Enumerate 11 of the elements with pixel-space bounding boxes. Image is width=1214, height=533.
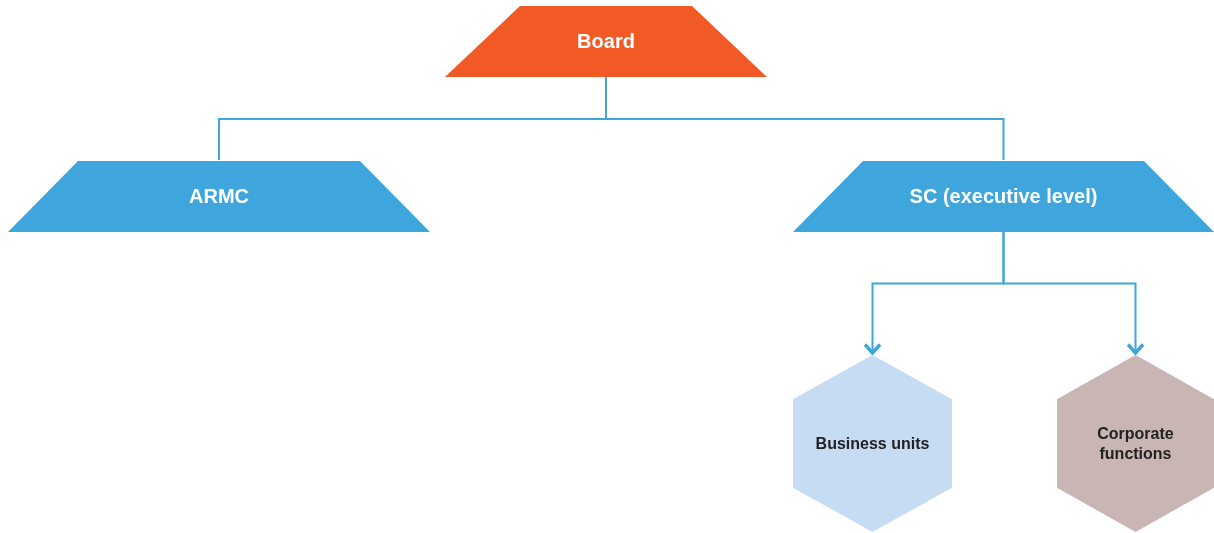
node-label: Business units: [815, 433, 930, 454]
node-label: SC (executive level): [909, 184, 1098, 209]
hexagon-box: [793, 355, 952, 532]
trapezoid-box: [793, 161, 1214, 232]
arrow: [1002, 231, 1145, 355]
node-label: Board: [577, 29, 635, 54]
node-label: Corporate functions: [1096, 423, 1175, 464]
trapezoid-box: [445, 6, 767, 77]
hexagon-box: [1057, 355, 1214, 532]
trapezoid-box: [8, 161, 430, 232]
node-label: ARMC: [189, 184, 249, 209]
